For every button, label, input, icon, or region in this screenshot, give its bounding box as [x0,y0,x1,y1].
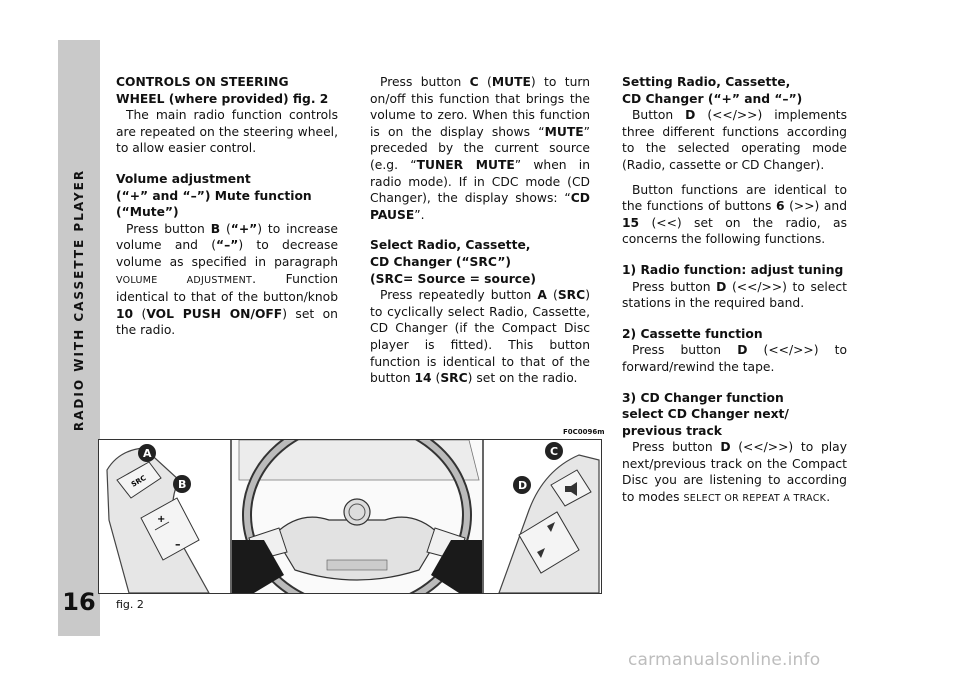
label-b: B [178,478,186,491]
heading-setting: Setting Radio, Cassette, CD Changer (“+”… [622,75,803,106]
paragraph-volume: Press button B (“+”) to increase volume … [116,221,339,338]
src-button [116,461,162,499]
paragraph-source: Press repeatedly button A (SRC) to cycli… [370,288,590,386]
label-a: A [143,447,152,460]
heading-cd-function: 3) CD Changer function select CD Changer… [622,390,789,438]
side-bar: RADIO WITH CASSETTE PLAYER 16 [58,40,100,636]
heading-volume: Volume adjustment (“+” and “–”) Mute fun… [116,171,312,220]
figure-code: F0C0096m [563,428,605,436]
steering-wheel-figure: SRC + – A B C D [98,439,602,594]
plus-icon: + [157,514,165,525]
paragraph-identical: Button functions are identical to the fu… [622,182,848,247]
rewind-icon [537,548,545,558]
label-b-badge [173,475,191,493]
watermark: carmanualsonline.info [628,650,821,670]
heading-select-source: Select Radio, Cassette, CD Changer (“SRC… [370,238,537,286]
speaker-mute-icon [565,482,577,496]
label-d: D [518,479,527,492]
text-column-2: Press button C (MUTE) to turn on/off thi… [370,74,590,387]
steering-hub [273,516,441,581]
label-d-badge [513,476,531,494]
label-c-badge [545,442,563,460]
paragraph-button-d: Button D (<</>>) implements three differ… [622,108,847,172]
label-a-badge [138,444,156,462]
seek-rocker [518,511,580,574]
logo-emblem [343,498,371,526]
text-column-1: CONTROLS ON STEERING WHEEL (where provid… [116,74,338,339]
heading-controls: CONTROLS ON STEERING WHEEL (where provid… [116,75,329,106]
heading-cassette-function: 2) Cassette function [622,326,763,341]
page-number: 16 [62,588,96,616]
paragraph-cassette: Press button D (<</>>) to forward/rewind… [622,343,847,374]
section-title-vertical: RADIO WITH CASSETTE PLAYER [72,168,86,432]
paragraph-mute: Press button C (MUTE) to turn on/off thi… [370,75,590,222]
heading-radio-function: 1) Radio function: adjust tuning [622,262,844,277]
paragraph-intro: The main radio function controls are rep… [116,108,338,156]
text-column-3: Setting Radio, Cassette, CD Changer (“+”… [622,74,847,508]
steering-wheel-illustration: SRC + – A B C D [99,440,601,593]
paragraph-radio: Press button D (<</>>) to select station… [622,279,848,311]
minus-icon: – [175,538,181,551]
figure-caption: fig. 2 [116,598,144,611]
volume-rocker [140,497,200,561]
paragraph-cd: Press button D (<</>>) to play next/prev… [622,440,847,505]
label-c: C [550,445,558,458]
forward-icon [547,522,555,532]
